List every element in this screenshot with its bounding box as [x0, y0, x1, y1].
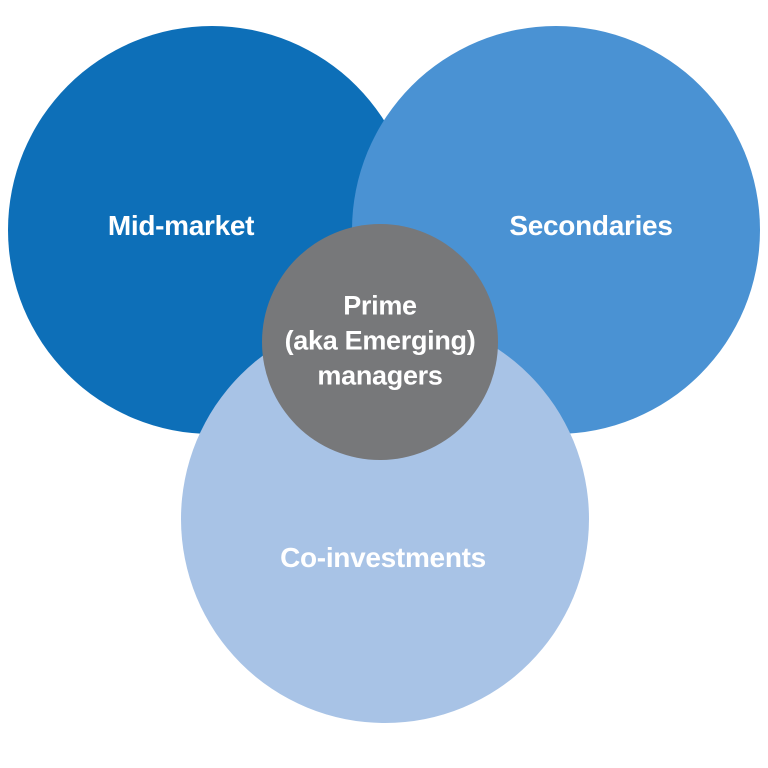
label-prime-line-1: Prime [343, 290, 417, 321]
label-mid-market: Mid-market [107, 209, 255, 241]
label-prime-line-3: managers [317, 360, 443, 391]
circle-prime-managers [262, 224, 498, 460]
label-prime-managers: Prime (aka Emerging) managers [285, 289, 476, 394]
label-co-investments: Co-investments [280, 541, 486, 573]
label-prime-line-2: (aka Emerging) [284, 325, 476, 356]
label-secondaries: Secondaries [509, 209, 673, 241]
